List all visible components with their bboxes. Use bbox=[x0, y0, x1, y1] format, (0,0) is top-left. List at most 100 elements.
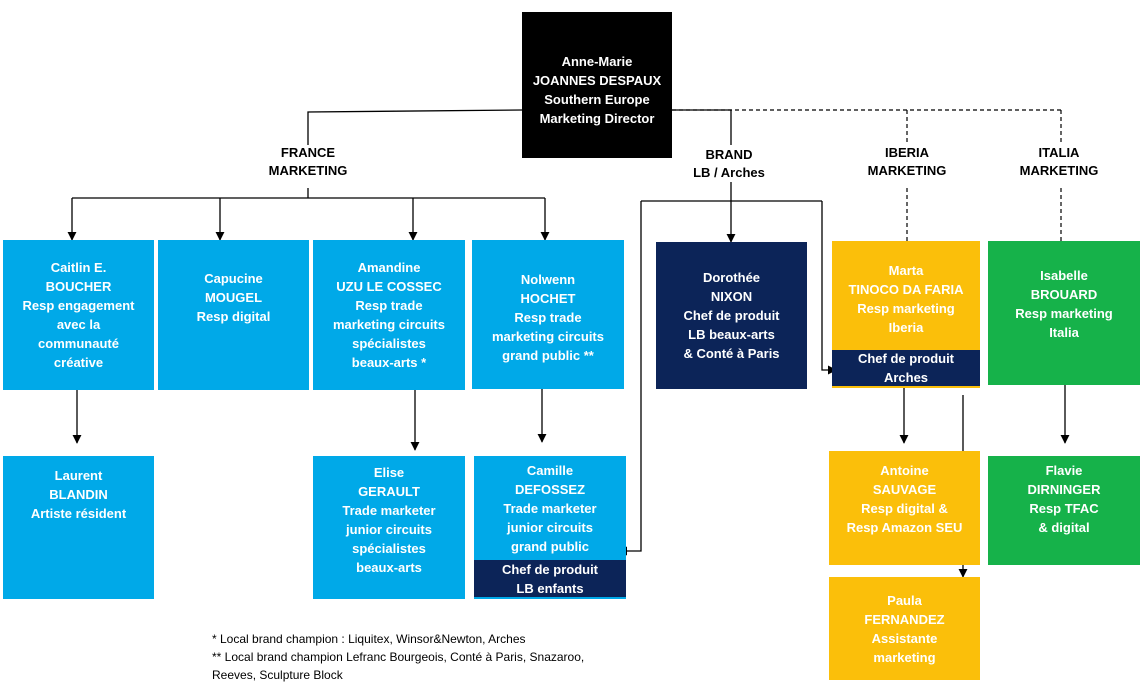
isabelle-line: Italia bbox=[1049, 325, 1079, 340]
marta-extra-line: Chef de produit bbox=[857, 351, 955, 366]
camille-line: junior circuits bbox=[507, 519, 593, 535]
elise-line: junior circuits bbox=[346, 522, 432, 537]
person-box-camille: Camille DEFOSSEZ Trade marketer junior c… bbox=[474, 456, 626, 560]
dorothee-line: Chef de produit bbox=[683, 308, 780, 323]
dorothee-line: Dorothée bbox=[702, 270, 761, 285]
person-box-laurent: Laurent BLANDIN Artiste résident bbox=[3, 456, 154, 599]
footnote-1: * Local brand champion : Liquitex, Winso… bbox=[212, 632, 526, 646]
connector-france-bar bbox=[72, 188, 545, 199]
paula-line: Paula bbox=[887, 592, 922, 608]
person-box-capucine: Capucine MOUGEL Resp digital bbox=[158, 240, 309, 390]
camille-extra-line: Chef de produit bbox=[501, 561, 599, 577]
heading-italia-line1: ITALIA bbox=[1038, 145, 1080, 160]
amandine-line: beaux-arts * bbox=[351, 355, 427, 370]
nolwenn-line: Resp trade bbox=[514, 310, 582, 325]
caitlin-line: BOUCHER bbox=[45, 279, 112, 294]
laurent-line: BLANDIN bbox=[49, 487, 108, 502]
paula-line: Assistante bbox=[871, 630, 938, 646]
elise-line: beaux-arts bbox=[356, 560, 422, 575]
antoine-line: SAUVAGE bbox=[872, 482, 937, 497]
nolwenn-line: Nolwenn bbox=[520, 272, 576, 287]
marta-extra-role-box: Chef de produit Arches bbox=[832, 350, 980, 388]
capucine-line: Resp digital bbox=[196, 309, 271, 324]
camille-line: DEFOSSEZ bbox=[514, 481, 586, 497]
amandine-line: spécialistes bbox=[352, 336, 426, 351]
person-box-amandine: Amandine UZU LE COSSEC Resp trade market… bbox=[313, 240, 465, 390]
antoine-line: Resp digital & bbox=[861, 501, 948, 516]
marta-line: Iberia bbox=[888, 320, 924, 335]
person-box-paula: Paula FERNANDEZ Assistante marketing bbox=[829, 577, 980, 680]
caitlin-line: communauté bbox=[38, 336, 119, 351]
elise-line: Trade marketer bbox=[342, 503, 436, 518]
heading-brand-line2: LB / Arches bbox=[693, 165, 765, 180]
camille-line: Camille bbox=[526, 462, 574, 478]
person-box-elise: Elise GERAULT Trade marketer junior circ… bbox=[313, 456, 465, 599]
person-box-antoine: Antoine SAUVAGE Resp digital & Resp Amaz… bbox=[829, 451, 980, 565]
connector-director-brand bbox=[672, 109, 732, 145]
footnote-3: Reeves, Sculpture Block bbox=[212, 668, 343, 682]
antoine-line: Antoine bbox=[880, 463, 929, 478]
heading-france-line2: MARKETING bbox=[268, 163, 348, 178]
heading-italia-line2: MARKETING bbox=[1019, 163, 1099, 178]
capucine-line: Capucine bbox=[204, 271, 263, 286]
caitlin-line: Caitlin E. bbox=[50, 260, 107, 275]
heading-brand: BRAND LB / Arches bbox=[672, 146, 786, 182]
antoine-line: Resp Amazon SEU bbox=[846, 520, 963, 535]
caitlin-line: Resp engagement bbox=[22, 298, 135, 313]
director-name-last: JOANNES DESPAUX bbox=[532, 73, 662, 88]
marta-line: TINOCO DA FARIA bbox=[848, 282, 964, 297]
isabelle-line: Isabelle bbox=[1040, 268, 1088, 283]
person-box-marta: Marta TINOCO DA FARIA Resp marketing Ibe… bbox=[832, 241, 980, 350]
camille-extra-role-box: Chef de produit LB enfants bbox=[474, 560, 626, 599]
footnotes: * Local brand champion : Liquitex, Winso… bbox=[212, 630, 584, 684]
marta-line: Resp marketing bbox=[857, 301, 955, 316]
dorothee-line: LB beaux-arts bbox=[688, 327, 775, 342]
dorothee-line: NIXON bbox=[710, 289, 753, 304]
caitlin-line: avec la bbox=[56, 317, 101, 332]
person-box-nolwenn: Nolwenn HOCHET Resp trade marketing circ… bbox=[472, 240, 624, 389]
heading-brand-line1: BRAND bbox=[705, 147, 753, 162]
connector-director-france bbox=[307, 109, 523, 145]
camille-line: grand public bbox=[511, 538, 589, 554]
flavie-line: Flavie bbox=[1045, 463, 1083, 478]
director-role: Marketing Director bbox=[539, 111, 655, 126]
elise-line: spécialistes bbox=[352, 541, 426, 556]
camille-extra-line: LB enfants bbox=[516, 580, 584, 596]
paula-line: FERNANDEZ bbox=[864, 611, 945, 627]
isabelle-line: BROUARD bbox=[1030, 287, 1098, 302]
paula-line: marketing bbox=[873, 649, 936, 665]
elise-line: GERAULT bbox=[358, 484, 420, 499]
heading-iberia-line2: MARKETING bbox=[867, 163, 947, 178]
marta-extra-line: Arches bbox=[883, 370, 929, 385]
amandine-line: UZU LE COSSEC bbox=[336, 279, 442, 294]
amandine-line: marketing circuits bbox=[333, 317, 445, 332]
person-box-caitlin: Caitlin E. BOUCHER Resp engagement avec … bbox=[3, 240, 154, 390]
person-box-flavie: Flavie DIRNINGER Resp TFAC & digital bbox=[988, 456, 1140, 565]
isabelle-line: Resp marketing bbox=[1015, 306, 1113, 321]
marta-line: Marta bbox=[888, 263, 924, 278]
capucine-line: MOUGEL bbox=[204, 290, 263, 305]
amandine-line: Amandine bbox=[357, 260, 421, 275]
director-box: Anne-Marie JOANNES DESPAUX Southern Euro… bbox=[522, 12, 672, 158]
laurent-line: Artiste résident bbox=[30, 506, 127, 521]
caitlin-line: créative bbox=[53, 355, 104, 370]
director-region: Southern Europe bbox=[544, 92, 650, 107]
nolwenn-line: grand public ** bbox=[502, 348, 594, 363]
person-box-isabelle: Isabelle BROUARD Resp marketing Italia bbox=[988, 241, 1140, 385]
amandine-line: Resp trade bbox=[355, 298, 423, 313]
laurent-line: Laurent bbox=[54, 468, 103, 483]
heading-france-line1: FRANCE bbox=[280, 145, 336, 160]
nolwenn-line: marketing circuits bbox=[492, 329, 604, 344]
heading-france: FRANCE MARKETING bbox=[248, 144, 368, 180]
heading-italia: ITALIA MARKETING bbox=[1002, 144, 1116, 180]
director-name-first: Anne-Marie bbox=[561, 54, 633, 69]
footnote-2: ** Local brand champion Lefranc Bourgeoi… bbox=[212, 650, 585, 664]
heading-iberia: IBERIA MARKETING bbox=[850, 144, 964, 180]
nolwenn-line: HOCHET bbox=[520, 291, 576, 306]
heading-iberia-line1: IBERIA bbox=[884, 145, 930, 160]
dorothee-line: & Conté à Paris bbox=[683, 346, 780, 361]
flavie-line: Resp TFAC bbox=[1029, 501, 1099, 516]
person-box-dorothee: Dorothée NIXON Chef de produit LB beaux-… bbox=[656, 242, 807, 389]
flavie-line: & digital bbox=[1038, 520, 1090, 535]
flavie-line: DIRNINGER bbox=[1027, 482, 1101, 497]
